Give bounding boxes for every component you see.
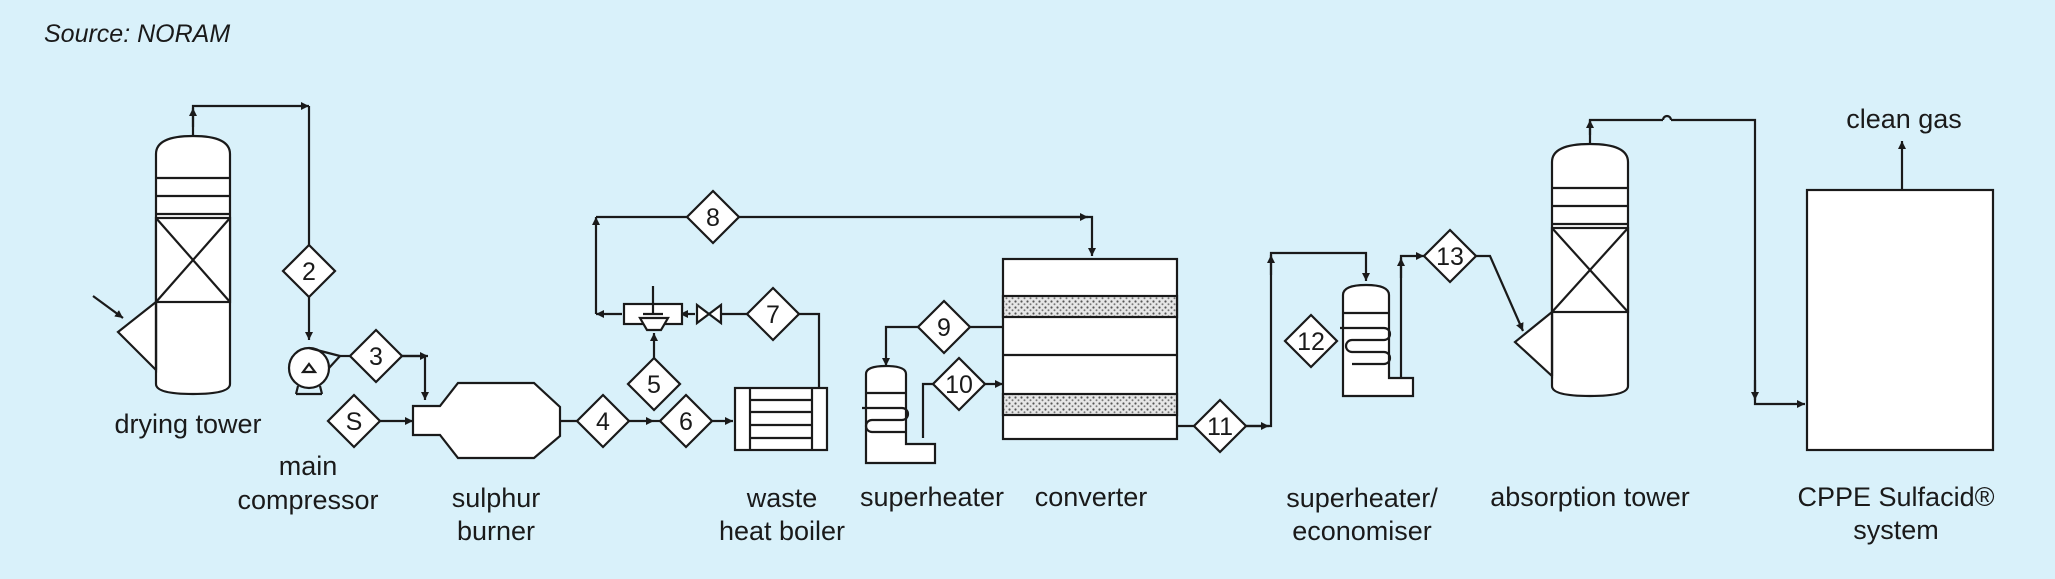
- svg-text:10: 10: [945, 371, 973, 399]
- pipes: [92, 102, 1906, 438]
- control-valve: [695, 302, 723, 326]
- label-waste-heat-boiler-2: heat boiler: [719, 516, 845, 546]
- svg-text:12: 12: [1297, 328, 1325, 356]
- pipe-economiser-out: [1399, 252, 1424, 396]
- label-sulphur-burner-1: sulphur: [452, 483, 541, 513]
- stream-12: 12: [1283, 313, 1339, 369]
- label-cppe-1: CPPE Sulfacid®: [1798, 482, 1995, 512]
- svg-text:7: 7: [766, 301, 780, 329]
- catalyst-bed-1: [1001, 294, 1179, 319]
- stream-5: 5: [626, 356, 682, 412]
- air-inlet-arrow: [92, 295, 124, 319]
- label-main-compressor-2: compressor: [237, 485, 378, 515]
- pipe-9-to-superheater: [882, 325, 918, 366]
- label-sulphur-burner-2: burner: [457, 516, 535, 546]
- stream-6: 6: [658, 393, 714, 449]
- svg-text:13: 13: [1436, 243, 1464, 271]
- svg-text:8: 8: [706, 204, 720, 232]
- pipe-crossover: [1661, 114, 1673, 121]
- label-superheater-economiser-1: superheater/: [1286, 483, 1438, 513]
- pipe-drying-tower-top: [191, 102, 309, 140]
- label-waste-heat-boiler-1: waste: [746, 483, 818, 513]
- svg-text:11: 11: [1207, 413, 1233, 441]
- equipment-labels: drying tower main compressor sulphur bur…: [114, 104, 1994, 546]
- label-converter: converter: [1035, 482, 1148, 512]
- waste-heat-boiler: [733, 386, 829, 452]
- stream-2: 2: [281, 243, 337, 299]
- pipe-boiler-outlet: [799, 312, 821, 388]
- pipe-to-cppe: [1671, 118, 1805, 408]
- superheater-economiser: [1340, 283, 1415, 398]
- stream-11: 11: [1192, 398, 1248, 454]
- stream-7: 7: [745, 286, 801, 342]
- cppe-sulfacid-system: [1805, 188, 1995, 452]
- stream-9: 9: [916, 299, 972, 355]
- sulphur-burner: [411, 381, 562, 460]
- absorption-tower: [1513, 142, 1630, 398]
- stream-markers: 2 3 S 4 5 6 7 8: [281, 189, 1478, 454]
- source-caption: Source: NORAM: [44, 20, 230, 48]
- pipe-13-to-absorber: [1476, 254, 1525, 332]
- svg-text:4: 4: [596, 408, 610, 436]
- mixing-valve: [622, 286, 684, 332]
- superheater: [862, 364, 937, 465]
- pipe-8-to-converter: [739, 215, 1096, 256]
- catalyst-bed-2: [1001, 392, 1179, 417]
- main-compressor: [287, 346, 341, 396]
- drying-tower: [116, 134, 232, 396]
- stream-3: 3: [348, 328, 404, 384]
- pipe-superheater-to-10: [921, 382, 933, 438]
- svg-text:S: S: [346, 408, 363, 436]
- svg-text:9: 9: [937, 314, 951, 342]
- svg-text:3: 3: [369, 343, 383, 371]
- label-clean-gas: clean gas: [1846, 104, 1962, 134]
- stream-8: 8: [685, 189, 741, 245]
- label-main-compressor-1: main: [279, 451, 338, 481]
- label-drying-tower: drying tower: [114, 409, 261, 439]
- converter: [1001, 257, 1179, 441]
- svg-text:2: 2: [302, 258, 316, 286]
- svg-text:5: 5: [647, 371, 661, 399]
- svg-text:6: 6: [679, 408, 693, 436]
- stream-s: S: [326, 393, 382, 449]
- stream-4: 4: [575, 393, 631, 449]
- stream-10: 10: [931, 356, 987, 412]
- label-absorption-tower: absorption tower: [1490, 482, 1690, 512]
- pipe-3-to-burner: [402, 354, 429, 400]
- label-cppe-2: system: [1853, 515, 1939, 545]
- label-superheater-economiser-2: economiser: [1292, 516, 1432, 546]
- stream-13: 13: [1422, 228, 1478, 284]
- label-superheater: superheater: [860, 482, 1004, 512]
